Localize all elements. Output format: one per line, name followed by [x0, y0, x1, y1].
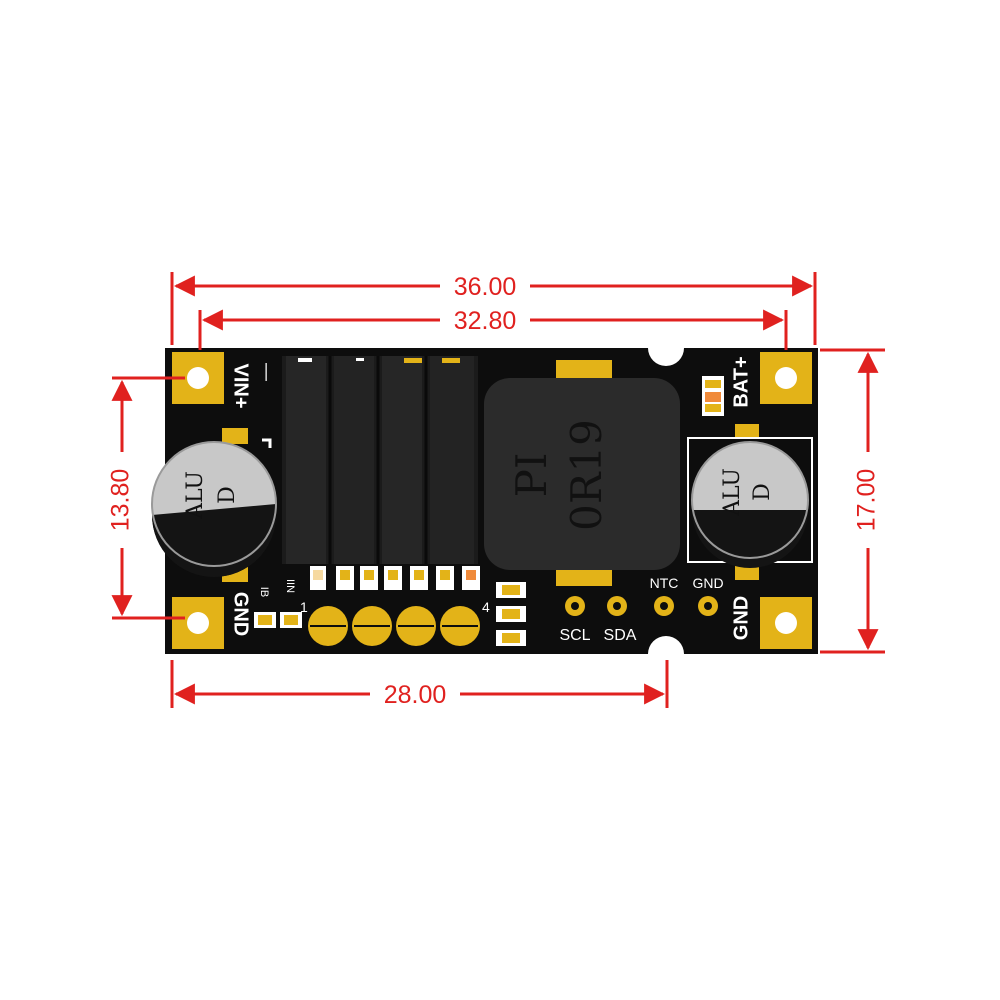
capacitor-left-line-1: ALU: [183, 471, 208, 520]
label-gnd-right: GND: [730, 596, 752, 640]
pad-gnd-left: [172, 597, 224, 649]
capacitor-left: ALU D: [151, 428, 277, 582]
label-gnd-left: GND: [230, 592, 252, 636]
dim-hole-height: 13.80: [107, 469, 135, 532]
dim-partial-width: 28.00: [384, 681, 447, 709]
smd-led-bat: [702, 376, 724, 416]
label-sda: SDA: [604, 627, 637, 644]
label-ntc: NTC: [650, 575, 679, 591]
capacitor-right-line-2: D: [750, 483, 775, 501]
capacitor-left-line-2: D: [215, 486, 240, 504]
inductor-line-2: 0R19: [562, 419, 611, 531]
pad-gnd-right: [760, 597, 812, 649]
header-holes: [565, 596, 718, 616]
smd-resistor-row: [310, 566, 480, 590]
label-gnd-header: GND: [692, 575, 723, 591]
pad-bat-plus: [760, 352, 812, 404]
label-ib: IB: [258, 587, 270, 597]
label-bat-plus: BAT+: [730, 356, 752, 407]
pin-pad-row: [308, 606, 480, 646]
label-iin: IIN: [284, 579, 296, 593]
label-minus: —: [257, 363, 277, 381]
smd-sense-resistors: [254, 612, 302, 628]
dim-hole-width: 32.80: [454, 307, 517, 335]
label-vin-plus: VIN+: [230, 363, 252, 408]
label-pin-1: 1: [300, 599, 308, 615]
smd-stack: [496, 582, 526, 646]
heatsink: [282, 356, 478, 564]
inductor: PI 0R19: [484, 360, 680, 586]
capacitor-right: ALU D: [687, 424, 813, 580]
dim-overall-height: 17.00: [853, 469, 881, 532]
label-scl: SCL: [559, 627, 590, 644]
capacitor-right-line-1: ALU: [720, 468, 745, 517]
dimension-lines: [111, 272, 885, 708]
label-pin-4: 4: [482, 599, 490, 615]
dim-overall-width: 36.00: [454, 273, 517, 301]
inductor-line-1: PI: [507, 453, 556, 498]
